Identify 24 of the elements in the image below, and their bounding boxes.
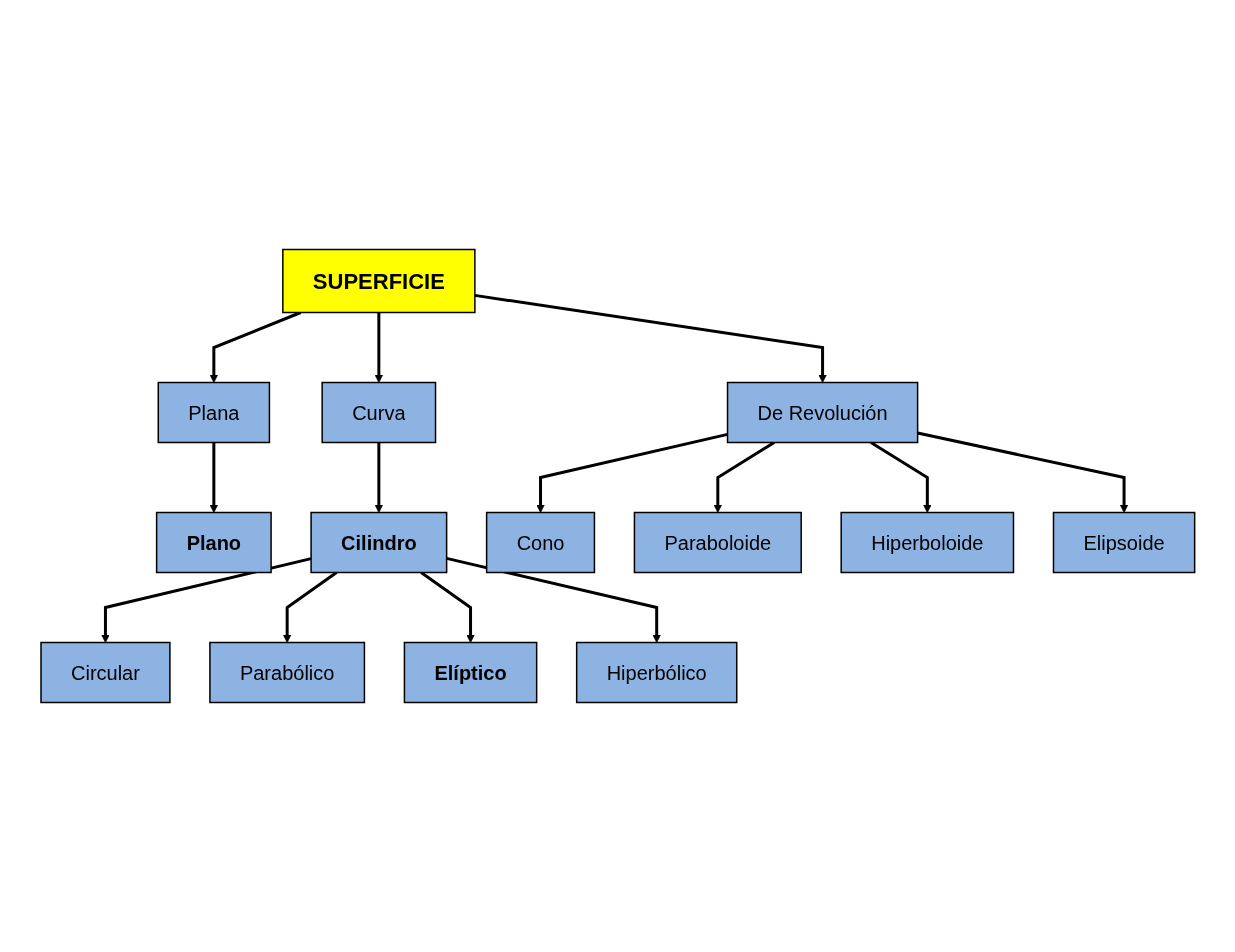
node-box: SUPERFICIE [281,248,476,314]
node-box: Hiperbólico [575,641,738,704]
arrow [535,432,728,513]
arrow [713,441,775,513]
arrow [419,571,475,643]
arrow [209,442,218,513]
arrow [374,442,383,513]
arrow [474,293,827,383]
node-box: Parabólico [208,641,365,704]
arrow [282,571,338,643]
node-box: Plano [155,511,272,574]
node-box: Paraboloide [633,511,802,574]
node-box: Elíptico [403,641,538,704]
node-box: Hiperboloide [840,511,1014,574]
arrow [374,312,383,383]
node-box: Curva [321,381,436,444]
node-box: Plana [157,381,270,444]
arrow [869,441,932,513]
node-box: Circular [39,641,171,704]
arrow [209,311,301,383]
node-box: Cilindro [310,511,448,574]
node-box: De Revolución [726,381,919,444]
node-box: Elipsoide [1052,511,1196,574]
node-box: Cono [485,511,595,574]
